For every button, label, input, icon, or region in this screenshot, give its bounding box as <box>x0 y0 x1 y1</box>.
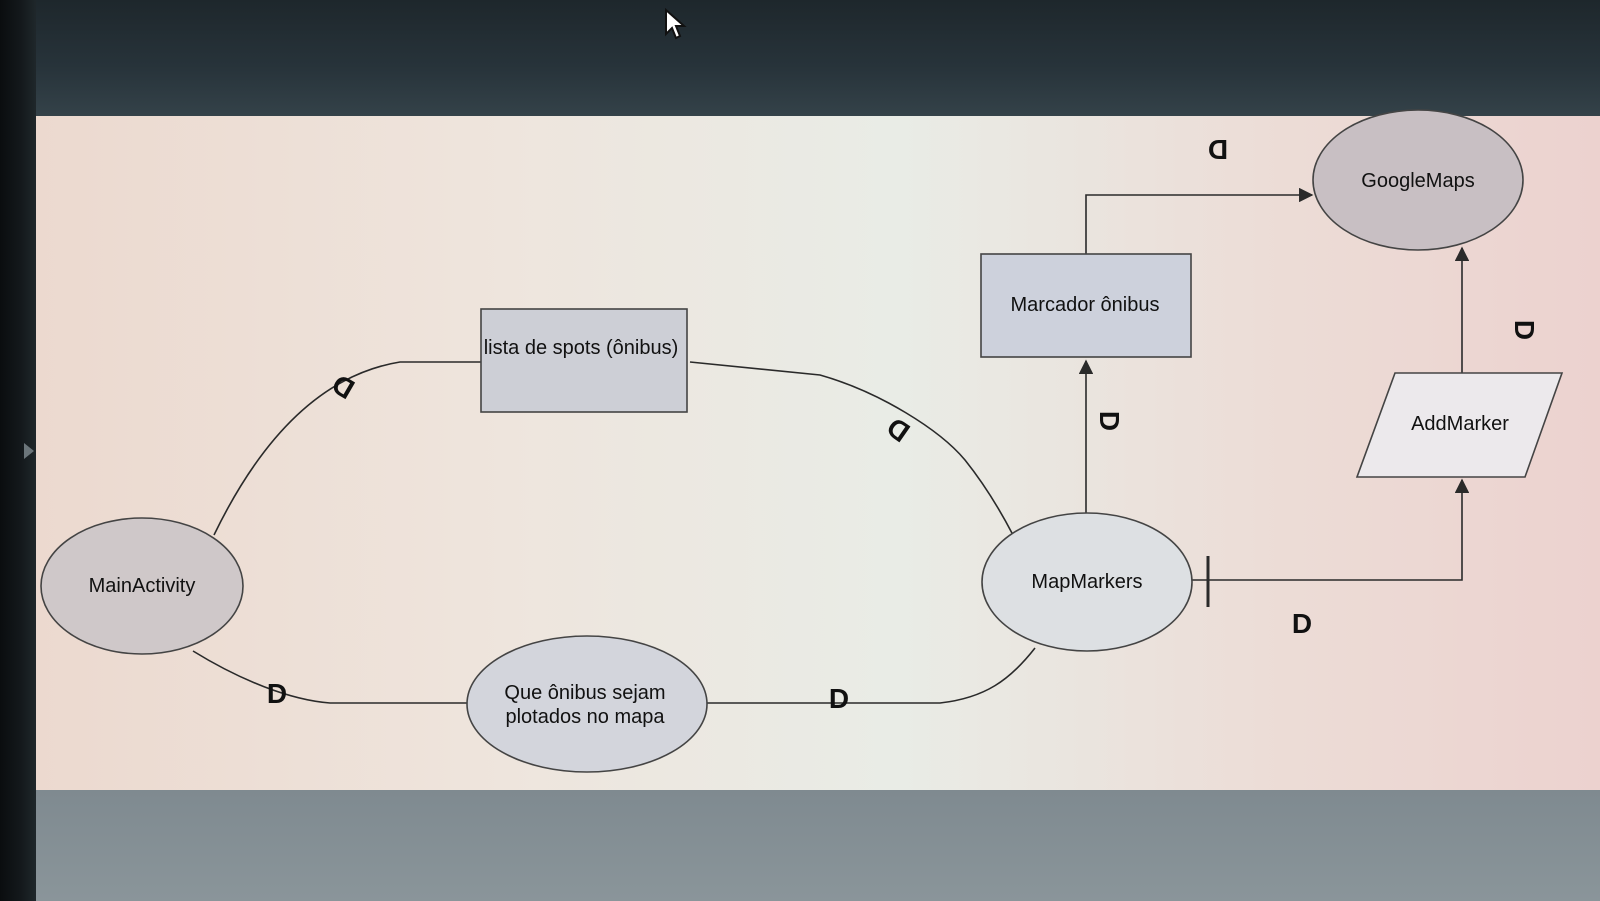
screen-bottom-area <box>36 790 1600 901</box>
flow-marcador-to-googlemaps <box>1085 187 1314 254</box>
flow-label-main-to-que: D <box>267 678 287 709</box>
node-add-marker[interactable]: AddMarker <box>1355 372 1564 478</box>
node-google-maps-label: GoogleMaps <box>1361 170 1474 192</box>
node-lista-spots[interactable]: lista de spots (ônibus) <box>480 308 688 413</box>
node-main-activity-label: MainActivity <box>89 575 196 597</box>
node-add-marker-label: AddMarker <box>1411 413 1509 435</box>
flow-label-que-to-mapmarkers: D <box>829 683 849 714</box>
flow-main-to-lista <box>213 361 482 536</box>
collapse-arrow-icon[interactable] <box>24 443 34 459</box>
flow-label-mapmarkers-to-marcador: D <box>1094 411 1125 431</box>
node-map-markers-label: MapMarkers <box>1031 571 1142 593</box>
node-google-maps[interactable]: GoogleMaps <box>1312 109 1524 251</box>
screen-top-area <box>36 0 1600 120</box>
flow-label-lista-to-mapmarkers: D <box>881 411 915 448</box>
node-que-onibus-label-line1: Que ônibus sejam <box>504 682 665 704</box>
node-marcador-onibus[interactable]: Marcador ônibus <box>980 253 1192 358</box>
flow-label-mapmarkers-to-addmarker: D <box>1292 608 1312 639</box>
node-map-markers[interactable]: MapMarkers <box>981 512 1193 652</box>
flow-que-to-mapmarkers <box>706 647 1036 704</box>
flow-label-main-to-lista: D <box>327 368 360 405</box>
node-main-activity[interactable]: MainActivity <box>40 517 244 655</box>
flow-main-to-que <box>192 650 470 704</box>
node-marcador-onibus-label: Marcador ônibus <box>1011 294 1160 316</box>
flow-label-marcador-to-googlemaps: D <box>1208 134 1228 165</box>
flow-label-addmarker-to-googlemaps: D <box>1509 320 1540 340</box>
flow-mapmarkers-to-addmarker <box>1192 478 1470 581</box>
node-que-onibus-label-line2: plotados no mapa <box>505 706 665 728</box>
mouse-cursor-icon <box>665 8 687 40</box>
node-que-onibus[interactable]: Que ônibus sejam plotados no mapa <box>466 635 708 773</box>
node-lista-spots-label: lista de spots (ônibus) <box>484 337 679 359</box>
diagram-canvas <box>36 116 1600 796</box>
flow-lista-to-mapmarkers <box>689 361 1014 536</box>
